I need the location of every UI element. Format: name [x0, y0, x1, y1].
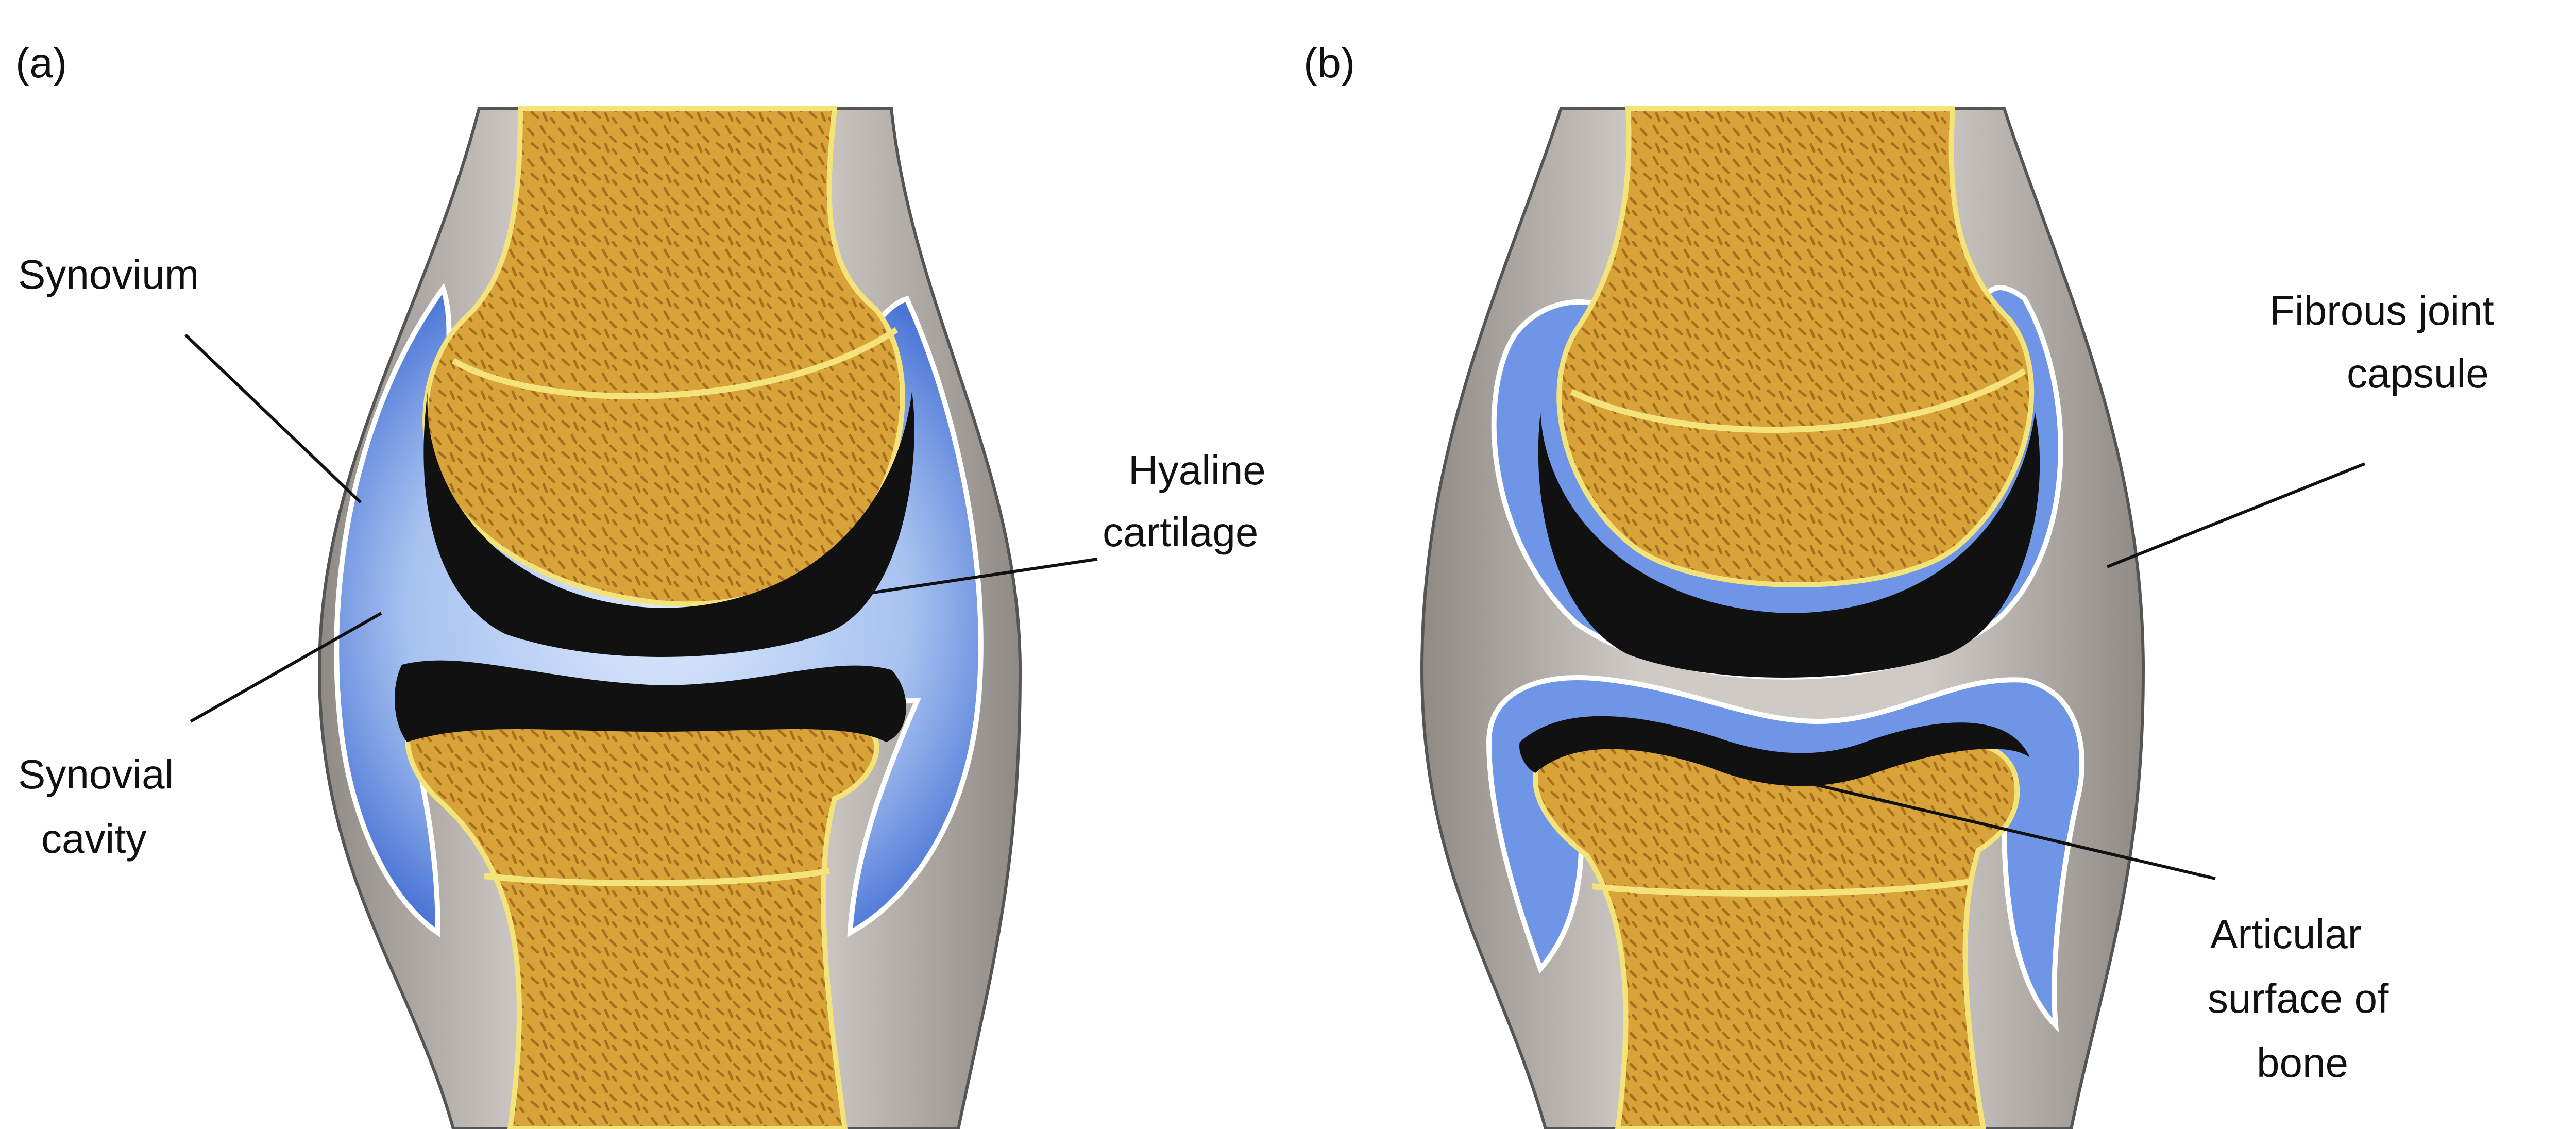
panel-a-label: (a) — [15, 40, 67, 87]
label-articular-surface-line3: bone — [2257, 1040, 2348, 1086]
label-fibrous-joint-capsule-line2: capsule — [2347, 350, 2489, 396]
label-synovium: Synovium — [18, 251, 199, 297]
label-fibrous-joint-capsule-line1: Fibrous joint — [2269, 288, 2494, 333]
label-synovial-cavity-line2: cavity — [41, 816, 147, 862]
label-hyaline-cartilage-line2: cartilage — [1103, 509, 1258, 555]
label-articular-surface-line1: Articular — [2210, 911, 2361, 957]
panel-b: (b) Fibrous joint capsule Articular surf… — [1303, 40, 2494, 1129]
label-hyaline-cartilage-line1: Hyaline — [1128, 447, 1266, 493]
panel-a: (a) Synovium Hyaline cartilage Synovial … — [15, 40, 1266, 1129]
leader-fibrous-joint-capsule — [2107, 464, 2365, 567]
leader-synovium — [185, 335, 361, 502]
panel-b-label: (b) — [1303, 40, 1355, 87]
label-articular-surface-line2: surface of — [2208, 975, 2389, 1021]
label-synovial-cavity-line1: Synovial — [18, 751, 174, 797]
